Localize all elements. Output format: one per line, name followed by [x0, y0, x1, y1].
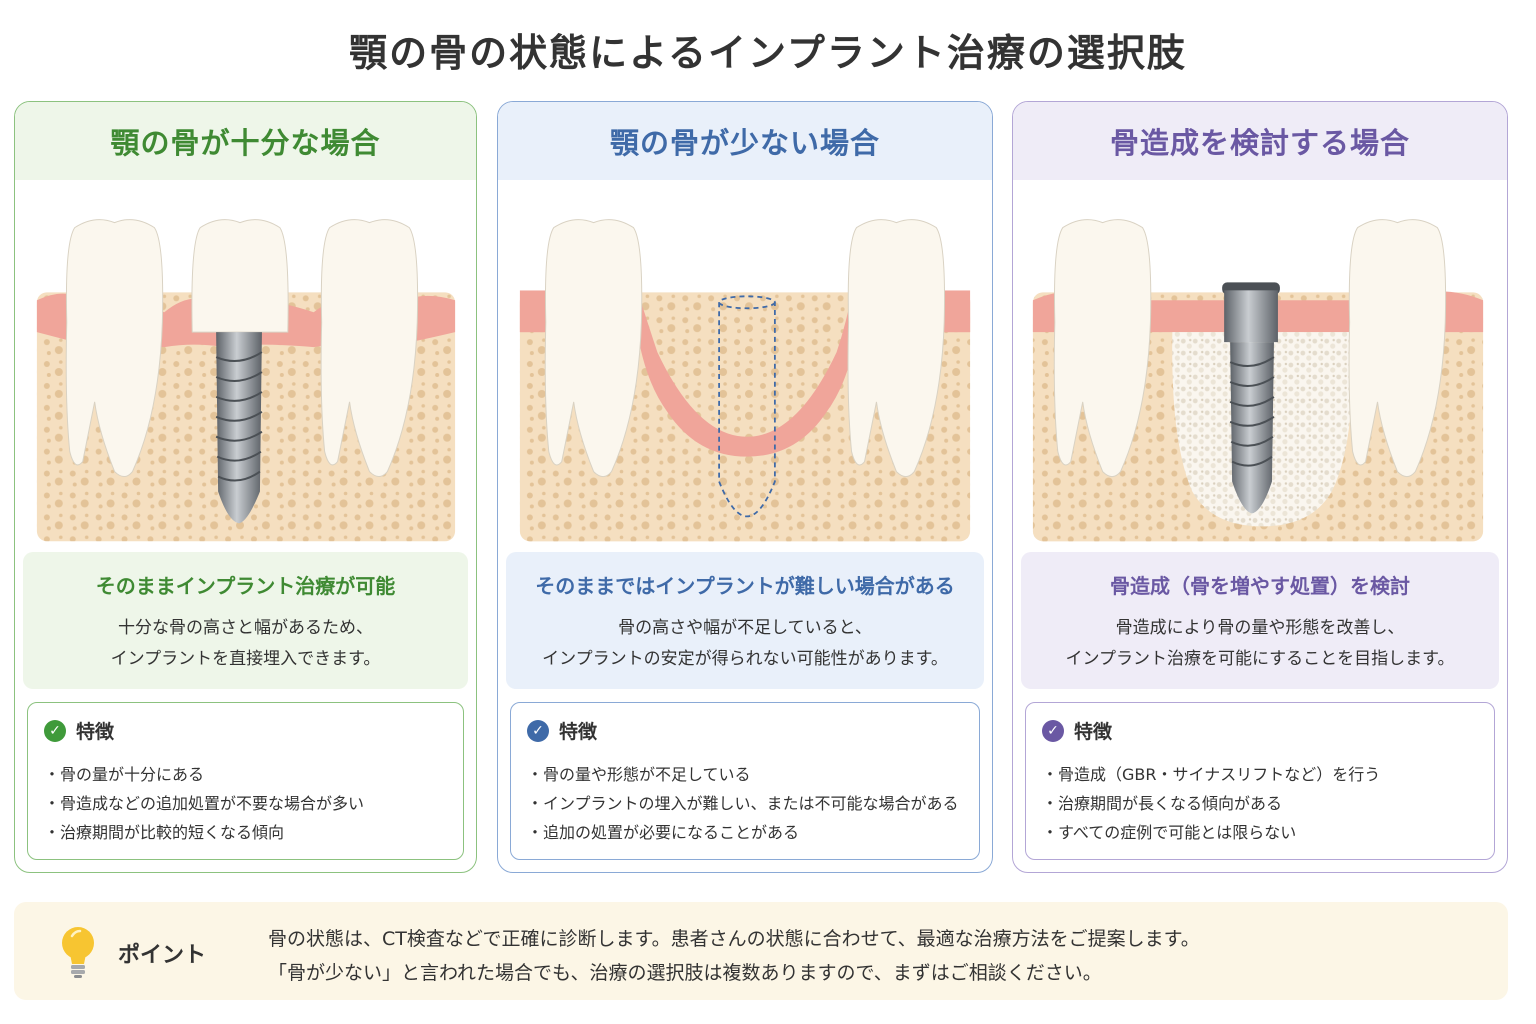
implant-sufficient-bone-illustration [36, 219, 456, 542]
point-line: 骨の状態は、CT検査などで正確に診断します。患者さんの状態に合わせて、最適な治療… [268, 928, 1200, 950]
lightbulb-icon [62, 927, 94, 978]
feature-item: 治療期間が比較的短くなる傾向 [44, 818, 463, 847]
point-text: 骨の状態は、CT検査などで正確に診断します。患者さんの状態に合わせて、最適な治療… [268, 922, 1200, 990]
description-line: 骨造成により骨の量や形態を改善し、 [1115, 618, 1405, 638]
description-line: 十分な骨の高さと幅があるため、 [118, 618, 373, 638]
description-line: インプラントの安定が得られない可能性があります。 [542, 649, 948, 669]
feature-item: 追加の処置が必要になることがある [527, 818, 979, 847]
description-box: 骨造成（骨を増やす処置）を検討 骨造成により骨の量や形態を改善し、 インプラント… [1021, 552, 1499, 689]
description-text: 骨造成により骨の量や形態を改善し、 インプラント治療を可能にすることを目指します… [1021, 613, 1499, 675]
card-header: 顎の骨が十分な場合 [15, 102, 476, 180]
description-text: 骨の高さや幅が不足していると、 インプラントの安定が得られない可能性があります。 [506, 613, 984, 675]
check-circle-icon: ✓ [44, 719, 66, 742]
check-circle-icon: ✓ [527, 719, 549, 742]
description-title: そのままインプラント治療が可能 [95, 574, 396, 598]
features-heading: ✓ 特徴 [44, 717, 463, 744]
feature-item: 骨の量が十分にある [44, 760, 463, 789]
bone-loss-illustration [519, 182, 971, 542]
features-heading: ✓ 特徴 [527, 717, 979, 744]
features-title: 特徴 [1074, 721, 1113, 743]
description-line: インプラントを直接埋入できます。 [110, 649, 381, 669]
card-insufficient-bone: 顎の骨が少ない場合 そのままではインプラントが難しい場合がある 骨の高さや幅が不… [497, 101, 993, 873]
features-title: 特徴 [559, 721, 598, 743]
card-header: 骨造成を検討する場合 [1013, 102, 1507, 180]
features-title: 特徴 [76, 721, 115, 743]
features-heading: ✓ 特徴 [1042, 717, 1494, 744]
bone-graft-implant-illustration [1032, 219, 1484, 542]
description-text: 十分な骨の高さと幅があるため、 インプラントを直接埋入できます。 [23, 613, 468, 675]
feature-item: 骨造成（GBR・サイナスリフトなど）を行う [1042, 760, 1494, 789]
feature-item: インプラントの埋入が難しい、または不可能な場合がある [527, 789, 979, 818]
feature-item: 治療期間が長くなる傾向がある [1042, 789, 1494, 818]
feature-item: 骨の量や形態が不足している [527, 760, 979, 789]
card-sufficient-bone: 顎の骨が十分な場合 そのままインプラント治療が可能 [14, 101, 477, 873]
description-box: そのままインプラント治療が可能 十分な骨の高さと幅があるため、 インプラントを直… [23, 552, 468, 689]
description-title: 骨造成（骨を増やす処置）を検討 [1110, 574, 1410, 598]
point-label: ポイント [118, 943, 207, 968]
features-list: 骨の量が十分にある 骨造成などの追加処置が不要な場合が多い 治療期間が比較的短く… [44, 760, 463, 847]
point-box: ポイント 骨の状態は、CT検査などで正確に診断します。患者さんの状態に合わせて、… [14, 902, 1508, 1000]
point-line: 「骨が少ない」と言われた場合でも、治療の選択肢は複数ありますので、まずはご相談く… [268, 962, 1102, 984]
description-line: インプラント治療を可能にすることを目指します。 [1065, 649, 1455, 669]
feature-item: 骨造成などの追加処置が不要な場合が多い [44, 789, 463, 818]
description-box: そのままではインプラントが難しい場合がある 骨の高さや幅が不足していると、 イン… [506, 552, 984, 689]
feature-item: すべての症例で可能とは限らない [1042, 818, 1494, 847]
description-title: そのままではインプラントが難しい場合がある [535, 574, 955, 598]
features-list: 骨の量や形態が不足している インプラントの埋入が難しい、または不可能な場合がある… [527, 760, 979, 847]
card-bone-grafting: 骨造成を検討する場合 [1012, 101, 1508, 873]
check-circle-icon: ✓ [1042, 719, 1064, 742]
description-line: 骨の高さや幅が不足していると、 [618, 618, 872, 638]
features-box: ✓ 特徴 骨の量が十分にある 骨造成などの追加処置が不要な場合が多い 治療期間が… [27, 702, 464, 860]
features-box: ✓ 特徴 骨の量や形態が不足している インプラントの埋入が難しい、または不可能な… [510, 702, 980, 860]
page-title: 顎の骨の状態によるインプラント治療の選択肢 [349, 31, 1187, 75]
card-header: 顎の骨が少ない場合 [498, 102, 992, 180]
features-box: ✓ 特徴 骨造成（GBR・サイナスリフトなど）を行う 治療期間が長くなる傾向があ… [1025, 702, 1495, 860]
features-list: 骨造成（GBR・サイナスリフトなど）を行う 治療期間が長くなる傾向がある すべて… [1042, 760, 1494, 847]
